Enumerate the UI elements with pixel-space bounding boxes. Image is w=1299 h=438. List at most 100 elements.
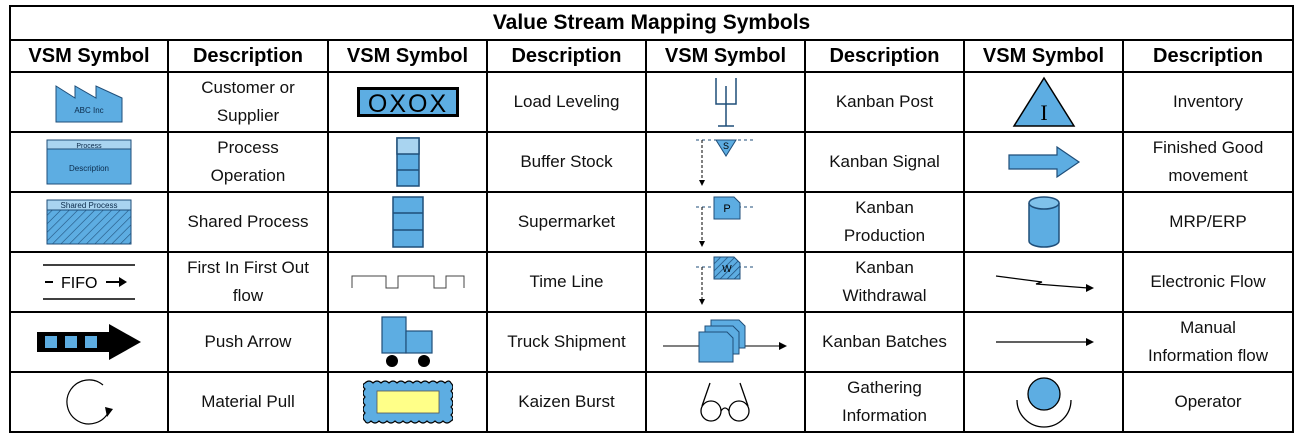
symbol-cell [645,371,806,433]
symbol-cell [9,311,169,373]
description-finished-good-movement: Finished Good movement [1121,131,1295,193]
database-cylinder-icon [1027,196,1060,248]
header-description: Description [1121,39,1295,73]
table-row: ABC Inc Customer or Supplier OXOX Load L… [9,71,1295,133]
description-kanban-production: Kanban Production [804,191,965,253]
header-vsm-symbol: VSM Symbol [327,39,488,73]
header-row: VSM Symbol Description VSM Symbol Descri… [9,39,1295,73]
inventory-triangle-icon: I [1012,76,1075,127]
header-description: Description [486,39,647,73]
fifo-lane-icon: FIFO [43,264,135,300]
description-gathering-information: Gathering Information [804,371,965,433]
symbol-cell: OXOX [327,71,488,133]
description-fifo-flow: First In First Out flow [167,251,329,313]
header-vsm-symbol: VSM Symbol [9,39,169,73]
material-pull-icon [66,379,113,425]
description-manual-information-flow: Manual Information flow [1121,311,1295,373]
kanban-withdrawal-icon: W [695,256,756,305]
symbol-cell [327,131,488,193]
symbol-cell: S [645,131,806,193]
header-vsm-symbol: VSM Symbol [645,39,806,73]
description-inventory: Inventory [1121,71,1295,133]
description-supermarket: Supermarket [486,191,647,253]
description-electronic-flow: Electronic Flow [1121,251,1295,313]
table-row: Push Arrow Truck Shipment Kanban Batches [9,311,1295,373]
description-truck-shipment: Truck Shipment [486,311,647,373]
operator-icon [1015,377,1072,428]
symbol-cell: I [963,71,1124,133]
symbol-cell: P [645,191,806,253]
symbol-cell: FIFO [9,251,169,313]
description-operator: Operator [1121,371,1295,433]
symbol-cell [327,371,488,433]
push-arrow-icon [37,324,141,360]
description-kanban-signal: Kanban Signal [804,131,965,193]
table-row: Material Pull Kaizen Burst Gathering Inf… [9,371,1295,433]
description-customer-supplier: Customer or Supplier [167,71,329,133]
symbol-cell [645,311,806,373]
shared-process-icon: Shared Process [46,199,132,245]
kanban-production-icon: P [695,196,756,247]
header-vsm-symbol: VSM Symbol [963,39,1124,73]
symbol-cell [327,251,488,313]
kanban-post-icon [714,78,737,127]
truck-icon [380,316,433,367]
description-shared-process: Shared Process [167,191,329,253]
kanban-signal-label: S [722,141,728,151]
symbol-cell [963,311,1124,373]
symbol-cell: Process Description [9,131,169,193]
description-time-line: Time Line [486,251,647,313]
table-row: Shared Process Shared Process Supermarke… [9,191,1295,253]
description-kaizen-burst: Kaizen Burst [486,371,647,433]
symbol-cell [327,191,488,253]
load-leveling-label: OXOX [367,90,447,118]
factory-label: ABC Inc [74,106,103,115]
eyeglasses-icon [699,382,750,422]
description-buffer-stock: Buffer Stock [486,131,647,193]
description-kanban-batches: Kanban Batches [804,311,965,373]
symbol-cell [645,71,806,133]
description-process-operation: Process Operation [167,131,329,193]
process-box-icon: Process Description [46,139,132,185]
kanban-production-label: P [723,203,730,215]
table-row: Process Description Process Operation Bu… [9,131,1295,193]
kaizen-burst-icon [362,380,453,424]
symbol-cell: Shared Process [9,191,169,253]
kanban-withdrawal-label: W [722,264,732,275]
description-material-pull: Material Pull [167,371,329,433]
description-mrp-erp: MRP/ERP [1121,191,1295,253]
shared-process-label: Shared Process [61,201,118,210]
description-kanban-post: Kanban Post [804,71,965,133]
electronic-flow-icon [995,275,1094,292]
buffer-stock-icon [395,137,420,187]
fifo-label: FIFO [61,275,97,292]
vsm-symbols-table: Value Stream Mapping Symbols VSM Symbol … [8,5,1295,433]
symbol-cell [9,371,169,433]
vsm-symbols-table-container: Value Stream Mapping Symbols VSM Symbol … [8,5,1295,433]
header-description: Description [804,39,965,73]
timeline-icon [351,275,464,289]
inventory-label: I [1040,100,1047,125]
process-label-bottom: Description [69,164,109,173]
symbol-cell [963,191,1124,253]
description-load-leveling: Load Leveling [486,71,647,133]
kanban-signal-icon: S [695,139,756,186]
table-title: Value Stream Mapping Symbols [8,5,1295,41]
symbol-cell [963,371,1124,433]
description-kanban-withdrawal: Kanban Withdrawal [804,251,965,313]
symbol-cell: W [645,251,806,313]
symbol-cell [963,131,1124,193]
header-description: Description [167,39,329,73]
finished-good-arrow-icon [1007,145,1080,179]
kanban-batches-icon [662,319,787,363]
supermarket-icon [391,196,424,248]
description-push-arrow: Push Arrow [167,311,329,373]
symbol-cell [327,311,488,373]
manual-info-arrow-icon [995,338,1094,346]
symbol-cell: ABC Inc [9,71,169,133]
process-label-top: Process [76,143,102,150]
symbol-cell [963,251,1124,313]
table-row: FIFO First In First Out flow Time Line [9,251,1295,313]
factory-icon: ABC Inc [55,85,123,123]
load-leveling-icon: OXOX [356,87,459,118]
